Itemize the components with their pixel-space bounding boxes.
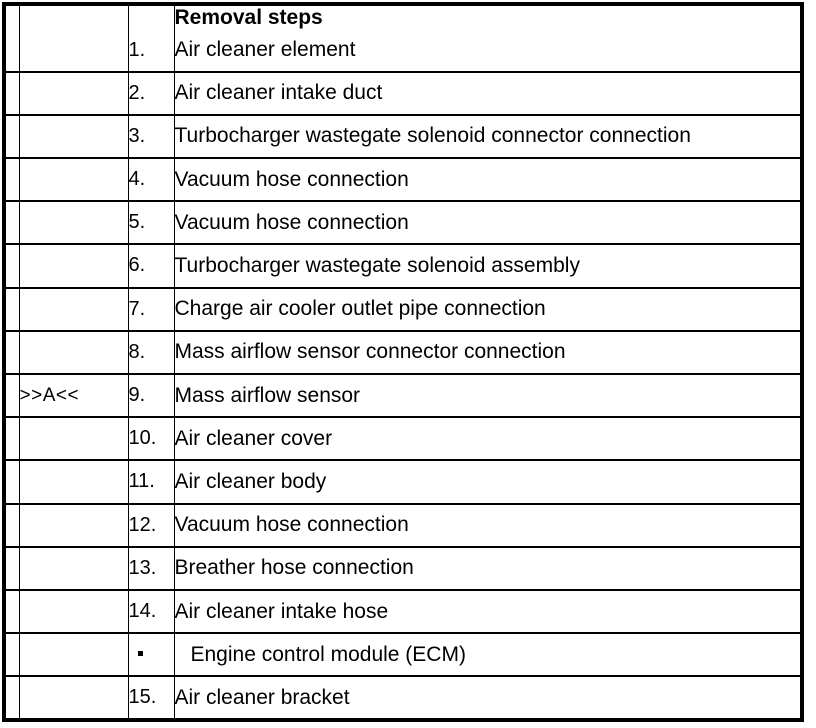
row-tick-cell — [6, 243, 20, 289]
row-tick-cell — [6, 632, 20, 678]
table-row: 12.Vacuum hose connection — [6, 502, 800, 548]
row-step-description: Air cleaner intake duct — [174, 70, 800, 116]
row-mark-cell — [19, 156, 129, 203]
row-step-description: Air cleaner intake hose — [174, 588, 800, 635]
row-step-number: 3. — [128, 113, 175, 159]
bullet-dot-icon — [137, 651, 143, 657]
row-reference-marker: >>A<< — [19, 372, 129, 419]
table-row: Engine control module (ECM) — [6, 632, 800, 678]
table-row: 5.Vacuum hose connection — [6, 200, 800, 246]
table-row: 7.Charge air cooler outlet pipe connecti… — [6, 286, 800, 332]
table-row: 3.Turbocharger wastegate solenoid connec… — [6, 113, 800, 159]
row-mark-cell — [19, 286, 129, 332]
row-step-number: 10. — [128, 416, 175, 462]
row-mark-cell — [19, 459, 129, 505]
row-tick-cell — [6, 502, 20, 548]
row-mark-cell — [19, 329, 129, 375]
row-step-number: 11. — [128, 459, 175, 505]
row-step-description: Mass airflow sensor — [174, 372, 800, 419]
row-step-description: Air cleaner body — [174, 459, 800, 505]
table-row: 4.Vacuum hose connection — [6, 156, 800, 203]
table-row: >>A<<9.Mass airflow sensor — [6, 372, 800, 419]
table-row: 10.Air cleaner cover — [6, 416, 800, 462]
row-bullet-marker — [128, 632, 175, 678]
row-tick-cell — [6, 459, 20, 505]
row-tick-cell — [6, 200, 20, 246]
row-step-description: Breather hose connection — [174, 545, 800, 591]
row-mark-cell — [19, 632, 129, 678]
row-mark-cell — [19, 113, 129, 159]
row-tick-cell — [6, 329, 20, 375]
row-step-description: Turbocharger wastegate solenoid assembly — [174, 243, 800, 289]
row-step-description: Engine control module (ECM) — [174, 632, 800, 678]
header-removal-steps: Removal steps — [174, 6, 800, 30]
row-tick-cell — [6, 416, 20, 462]
row-step-description: Turbocharger wastegate solenoid connecto… — [174, 113, 800, 159]
row-step-description: Air cleaner element — [174, 30, 800, 73]
row-step-number: 7. — [128, 286, 175, 332]
row-tick-cell — [6, 372, 20, 419]
table-row: 2.Air cleaner intake duct — [6, 70, 800, 116]
table-header: Removal steps — [6, 6, 800, 30]
row-step-number: 9. — [128, 372, 175, 419]
row-step-number: 13. — [128, 545, 175, 591]
row-mark-cell — [19, 416, 129, 462]
row-step-description: Air cleaner bracket — [174, 675, 800, 718]
row-mark-cell — [19, 200, 129, 246]
row-step-description: Mass airflow sensor connector connection — [174, 329, 800, 375]
row-step-description: Vacuum hose connection — [174, 156, 800, 203]
row-step-number: 2. — [128, 70, 175, 116]
row-tick-cell — [6, 675, 20, 718]
table-row: 8.Mass airflow sensor connector connecti… — [6, 329, 800, 375]
row-mark-cell — [19, 243, 129, 289]
row-step-number: 5. — [128, 200, 175, 246]
table-header-row: Removal steps — [6, 6, 800, 30]
row-mark-cell — [19, 675, 129, 718]
row-step-description: Vacuum hose connection — [174, 200, 800, 246]
row-step-number: 14. — [128, 588, 175, 635]
row-tick-cell — [6, 30, 20, 73]
header-mark-column — [19, 6, 129, 30]
row-tick-cell — [6, 156, 20, 203]
row-step-number: 8. — [128, 329, 175, 375]
table-row: 11.Air cleaner body — [6, 459, 800, 505]
row-step-description: Vacuum hose connection — [174, 502, 800, 548]
row-step-description: Charge air cooler outlet pipe connection — [174, 286, 800, 332]
table-row: 6.Turbocharger wastegate solenoid assemb… — [6, 243, 800, 289]
row-tick-cell — [6, 588, 20, 635]
row-tick-cell — [6, 286, 20, 332]
header-tick-column — [6, 6, 20, 30]
table-row: 14.Air cleaner intake hose — [6, 588, 800, 635]
row-step-description: Air cleaner cover — [174, 416, 800, 462]
row-step-number: 1. — [128, 30, 175, 73]
row-tick-cell — [6, 545, 20, 591]
row-mark-cell — [19, 545, 129, 591]
row-mark-cell — [19, 70, 129, 116]
row-mark-cell — [19, 502, 129, 548]
row-tick-cell — [6, 113, 20, 159]
table-row: 13.Breather hose connection — [6, 545, 800, 591]
row-mark-cell — [19, 588, 129, 635]
row-mark-cell — [19, 30, 129, 73]
row-step-number: 15. — [128, 675, 175, 718]
row-tick-cell — [6, 70, 20, 116]
table-row: 15.Air cleaner bracket — [6, 675, 800, 718]
row-step-number: 6. — [128, 243, 175, 289]
header-number-column — [128, 6, 175, 30]
row-step-number: 4. — [128, 156, 175, 203]
table-row: 1.Air cleaner element — [6, 30, 800, 73]
row-step-number: 12. — [128, 502, 175, 548]
